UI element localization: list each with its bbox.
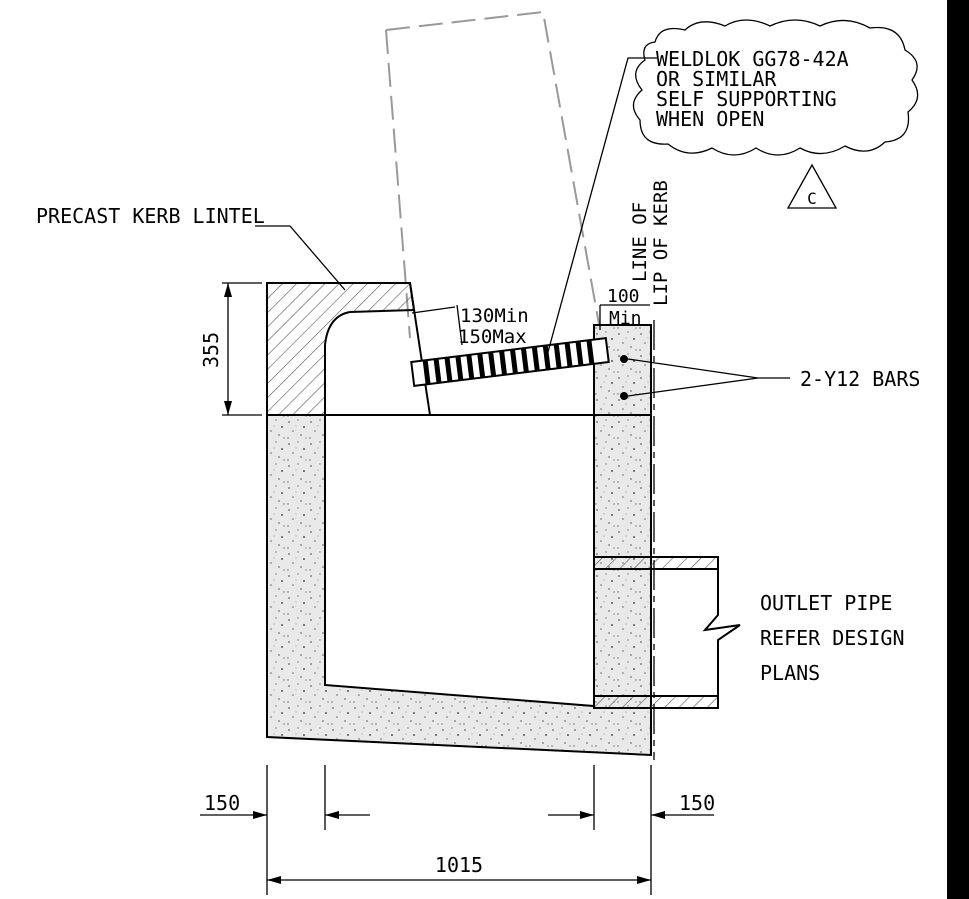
line-of-lip-line-2: LIP OF KERB bbox=[650, 180, 672, 306]
dim-wall-left: 150 bbox=[204, 791, 240, 815]
lintel-face-line bbox=[409, 282, 431, 416]
revision-cloud bbox=[632, 19, 919, 156]
grate-note-line-3: SELF SUPPORTING bbox=[656, 87, 837, 111]
dim-wall-right: 150 bbox=[679, 791, 715, 815]
dim-355: 355 bbox=[199, 282, 262, 416]
precast-kerb-lintel bbox=[266, 282, 416, 416]
grate bbox=[410, 337, 610, 387]
bars-label: 2-Y12 BARS bbox=[800, 367, 920, 391]
dim-grate-min: 130Min bbox=[460, 305, 529, 327]
lintel-label: PRECAST KERB LINTEL bbox=[36, 204, 265, 228]
dim-bottom: 150 150 1015 bbox=[200, 765, 715, 895]
outlet-line-2: REFER DESIGN bbox=[760, 626, 905, 650]
outlet-line-1: OUTLET PIPE bbox=[760, 591, 892, 615]
grate-note-line-2: OR SIMILAR bbox=[656, 67, 777, 91]
grate-note-line-1: WELDLOK GG78-42A bbox=[656, 47, 849, 71]
dim-grate-depth: 130Min 150Max bbox=[411, 304, 529, 348]
grate-open-outline bbox=[385, 10, 601, 339]
dim-kerb-offset-note: Min bbox=[609, 308, 642, 329]
grate-note-line-4: WHEN OPEN bbox=[656, 107, 764, 131]
outlet-pipe-bottom-wall bbox=[593, 695, 719, 709]
y12-bar-bottom bbox=[620, 392, 628, 400]
pit-concrete bbox=[266, 414, 652, 757]
revision-triangle bbox=[786, 163, 838, 209]
dim-grate-max: 150Max bbox=[458, 326, 527, 348]
dim-kerb-offset: 100 Min bbox=[599, 286, 650, 330]
dim-overall-width: 1015 bbox=[435, 853, 483, 877]
revision-tag: C bbox=[807, 189, 817, 208]
lintel-leader bbox=[255, 225, 346, 291]
sheet-border bbox=[947, 0, 969, 899]
line-of-lip-line-1: LINE OF bbox=[629, 202, 651, 282]
dim-kerb-offset-value: 100 bbox=[607, 286, 640, 307]
outlet-line-3: PLANS bbox=[760, 661, 820, 685]
bars-leader bbox=[627, 358, 790, 397]
grate-note-leader bbox=[547, 57, 658, 353]
y12-bar-top bbox=[620, 355, 628, 363]
pipe-break-symbol bbox=[702, 557, 741, 708]
outlet-pipe-top-wall bbox=[593, 556, 719, 570]
dim-355-value: 355 bbox=[199, 332, 223, 368]
